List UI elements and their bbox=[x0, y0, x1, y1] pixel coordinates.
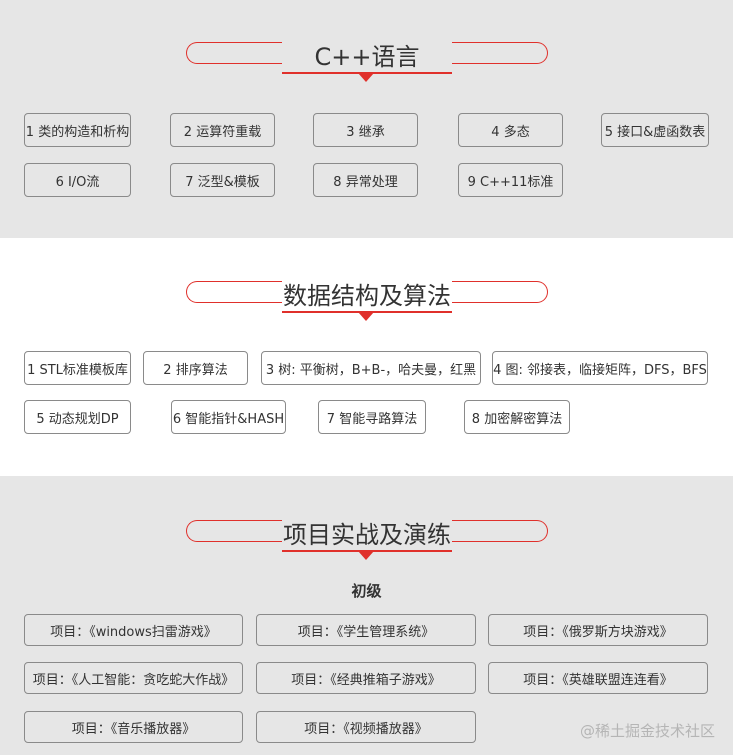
topic-button[interactable]: 1 STL标准模板库 bbox=[24, 351, 131, 385]
heading-ornament-left bbox=[186, 42, 282, 64]
project-button[interactable]: 项目：《音乐播放器》 bbox=[24, 711, 243, 743]
ds-section: 数据结构及算法 1 STL标准模板库 2 排序算法 3 树: 平衡树，B+B-，… bbox=[0, 238, 733, 476]
project-button[interactable]: 项目：《俄罗斯方块游戏》 bbox=[488, 614, 708, 646]
heading-underline bbox=[282, 311, 452, 313]
heading-underline bbox=[282, 72, 452, 74]
heading-ornament-right bbox=[452, 42, 548, 64]
topic-button[interactable]: 9 C++11标准 bbox=[458, 163, 563, 197]
topic-button[interactable]: 5 接口&虚函数表 bbox=[601, 113, 709, 147]
cpp-section: C++语言 1 类的构造和析构 2 运算符重载 3 继承 4 多态 5 接口&虚… bbox=[0, 0, 733, 238]
project-button[interactable]: 项目：《windows扫雷游戏》 bbox=[24, 614, 243, 646]
heading-marker bbox=[358, 73, 374, 82]
section-title: C++语言 bbox=[314, 43, 420, 71]
heading-underline bbox=[282, 550, 452, 552]
project-section: 项目实战及演练 初级 项目：《windows扫雷游戏》 项目：《学生管理系统》 … bbox=[0, 476, 733, 755]
topic-button[interactable]: 6 I/O流 bbox=[24, 163, 131, 197]
project-button[interactable]: 项目：《经典推箱子游戏》 bbox=[256, 662, 476, 694]
topic-button[interactable]: 5 动态规划DP bbox=[24, 400, 131, 434]
topic-button[interactable]: 2 运算符重载 bbox=[170, 113, 275, 147]
watermark-text: @稀土掘金技术社区 bbox=[579, 722, 715, 740]
topic-button[interactable]: 3 树: 平衡树，B+B-，哈夫曼，红黑 bbox=[261, 351, 481, 385]
ds-heading: 数据结构及算法 bbox=[0, 274, 733, 324]
topic-button[interactable]: 4 图: 邻接表，临接矩阵，DFS，BFS bbox=[492, 351, 708, 385]
project-button[interactable]: 项目：《英雄联盟连连看》 bbox=[488, 662, 708, 694]
topic-button[interactable]: 2 排序算法 bbox=[143, 351, 248, 385]
project-button[interactable]: 项目：《视频播放器》 bbox=[256, 711, 476, 743]
heading-ornament-right bbox=[452, 281, 548, 303]
topic-button[interactable]: 6 智能指针&HASH bbox=[171, 400, 286, 434]
project-button[interactable]: 项目：《人工智能：贪吃蛇大作战》 bbox=[24, 662, 243, 694]
topic-button[interactable]: 4 多态 bbox=[458, 113, 563, 147]
level-heading: 初级 bbox=[351, 582, 382, 600]
heading-ornament-left bbox=[186, 520, 282, 542]
topic-button[interactable]: 1 类的构造和析构 bbox=[24, 113, 131, 147]
cpp-heading: C++语言 bbox=[0, 35, 733, 85]
section-title: 数据结构及算法 bbox=[283, 282, 451, 310]
heading-ornament-right bbox=[452, 520, 548, 542]
topic-button[interactable]: 7 智能寻路算法 bbox=[318, 400, 426, 434]
topic-button[interactable]: 3 继承 bbox=[313, 113, 418, 147]
topic-button[interactable]: 8 加密解密算法 bbox=[464, 400, 570, 434]
heading-marker bbox=[358, 551, 374, 560]
topic-button[interactable]: 8 异常处理 bbox=[313, 163, 418, 197]
section-title: 项目实战及演练 bbox=[283, 521, 451, 549]
project-button[interactable]: 项目：《学生管理系统》 bbox=[256, 614, 476, 646]
heading-ornament-left bbox=[186, 281, 282, 303]
topic-button[interactable]: 7 泛型&模板 bbox=[170, 163, 275, 197]
heading-marker bbox=[358, 312, 374, 321]
project-heading: 项目实战及演练 bbox=[0, 513, 733, 563]
